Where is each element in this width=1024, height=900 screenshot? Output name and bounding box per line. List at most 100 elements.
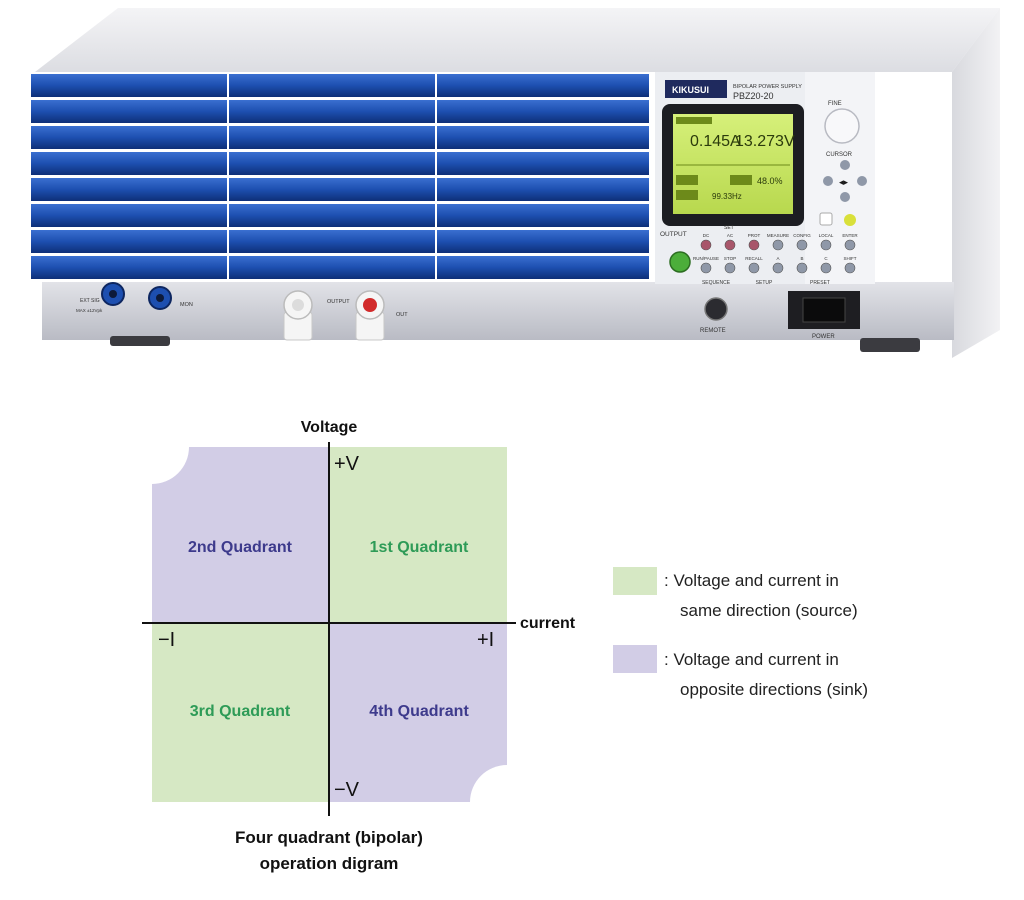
grille-slat — [31, 152, 227, 175]
button-label: SHIFT — [844, 256, 857, 261]
chassis-side — [952, 8, 1000, 358]
diagram-caption-line-2: operation digram — [260, 854, 399, 873]
grille-slat — [229, 74, 435, 97]
lcd-current-reading: 0.145A — [690, 133, 741, 150]
out-label: OUT — [396, 312, 408, 318]
button-label: ENTER — [842, 233, 858, 238]
grille-slat — [31, 126, 227, 149]
ext-max-label: MAX ±12Vpk — [76, 308, 103, 313]
button-label: AC — [727, 233, 734, 238]
button-label: STOP — [724, 256, 736, 261]
plus-v-label: +V — [334, 453, 360, 475]
plus-i-label: +I — [477, 629, 494, 651]
chassis-top — [35, 8, 1000, 72]
output-terminal-white[interactable] — [283, 290, 313, 341]
grille-slat — [31, 230, 227, 253]
remote-label: REMOTE — [700, 328, 726, 334]
set-label: SET — [724, 225, 734, 231]
panel-button-b[interactable] — [796, 262, 808, 274]
model-label: PBZ20-20 — [733, 91, 774, 101]
panel-button-config[interactable] — [796, 239, 808, 251]
remote-connector[interactable] — [704, 297, 728, 321]
panel-button-recall[interactable] — [748, 262, 760, 274]
grille-slat — [437, 100, 649, 123]
grille-slat — [437, 152, 649, 175]
lcd-voltage-reading: 13.273V — [735, 133, 795, 150]
output-terminal-label: OUTPUT — [327, 299, 350, 305]
quadrant-3-area — [152, 623, 329, 802]
product-line-label: BIPOLAR POWER SUPPLY — [733, 84, 802, 90]
panel-button-local[interactable] — [820, 239, 832, 251]
legend-sink-line-1: : Voltage and current in — [664, 650, 839, 669]
grille-slat — [31, 100, 227, 123]
panel-button-measure[interactable] — [772, 239, 784, 251]
grille-slat — [437, 256, 649, 279]
group-label-setup: SETUP — [756, 280, 773, 286]
minus-i-label: −I — [158, 629, 175, 651]
panel-button-run-pause[interactable] — [700, 262, 712, 274]
output-label: OUTPUT — [660, 231, 687, 238]
button-label: DC — [703, 233, 710, 238]
button-label: B — [800, 256, 803, 261]
grille-slat — [229, 126, 435, 149]
quadrant-2-label: 2nd Quadrant — [188, 539, 293, 556]
button-label: PROT — [748, 233, 761, 238]
button-row-2: RUN/PAUSE STOP RECALL A B C SHIFT — [693, 256, 857, 274]
legend-source-line-2: same direction (source) — [680, 601, 858, 620]
grille-slat — [229, 204, 435, 227]
grille-slat — [437, 178, 649, 201]
button-label: LOCAL — [819, 233, 834, 238]
quadrant-4-label: 4th Quadrant — [369, 703, 469, 720]
voltage-axis-title: Voltage — [301, 419, 358, 436]
output-button[interactable] — [669, 251, 691, 273]
output-terminal-red[interactable] — [355, 290, 385, 341]
panel-button-a[interactable] — [772, 262, 784, 274]
grille-slat — [229, 178, 435, 201]
mon-label: MON — [180, 302, 193, 308]
grille-slat — [31, 256, 227, 279]
grille-slat — [437, 204, 649, 227]
grille-slat — [31, 74, 227, 97]
grille-slat — [31, 204, 227, 227]
power-label: POWER — [812, 334, 835, 340]
legend-sink-line-2: opposite directions (sink) — [680, 680, 868, 699]
cursor-label: CURSOR — [826, 152, 853, 158]
fine-label: FINE — [828, 101, 842, 107]
grille-slat — [229, 230, 435, 253]
grille-slat — [437, 230, 649, 253]
legend-source-swatch — [613, 567, 657, 595]
grille-slat — [229, 256, 435, 279]
power-switch[interactable] — [802, 297, 846, 323]
button-label: RUN/PAUSE — [693, 256, 719, 261]
button-group-labels: SEQUENCE SETUP PRESET — [702, 280, 830, 286]
ext-sig-label: EXT SIG — [80, 298, 100, 304]
quadrant-2-area — [152, 447, 329, 623]
button-label: RECALL — [745, 256, 763, 261]
current-axis-title: current — [520, 615, 576, 632]
group-label-sequence: SEQUENCE — [702, 280, 731, 286]
svg-text:◂▸: ◂▸ — [839, 177, 849, 187]
button-label: C — [824, 256, 828, 261]
panel-button-ac[interactable] — [724, 239, 736, 251]
legend-sink-swatch — [613, 645, 657, 673]
grille-slat — [229, 100, 435, 123]
panel-button-stop[interactable] — [724, 262, 736, 274]
legend-source-line-1: : Voltage and current in — [664, 571, 839, 590]
panel-button-prot[interactable] — [748, 239, 760, 251]
group-label-preset: PRESET — [810, 280, 830, 286]
cursor-pad[interactable]: ◂▸ — [823, 160, 867, 202]
panel-button-enter[interactable] — [844, 239, 856, 251]
power-supply-photo: KIKUSUI BIPOLAR POWER SUPPLY PBZ20-20 0.… — [31, 8, 1000, 358]
front-grille — [31, 74, 649, 279]
button-label: A — [776, 256, 779, 261]
panel-button-shift[interactable] — [844, 262, 856, 274]
panel-button-dc[interactable] — [700, 239, 712, 251]
grille-slat — [31, 178, 227, 201]
lcd-second-line: 48.0% — [757, 176, 783, 186]
panel-button-c[interactable] — [820, 262, 832, 274]
grille-slat — [229, 152, 435, 175]
quadrant-3-label: 3rd Quadrant — [190, 703, 291, 720]
rotary-knob[interactable] — [824, 108, 860, 144]
grille-slat — [437, 74, 649, 97]
